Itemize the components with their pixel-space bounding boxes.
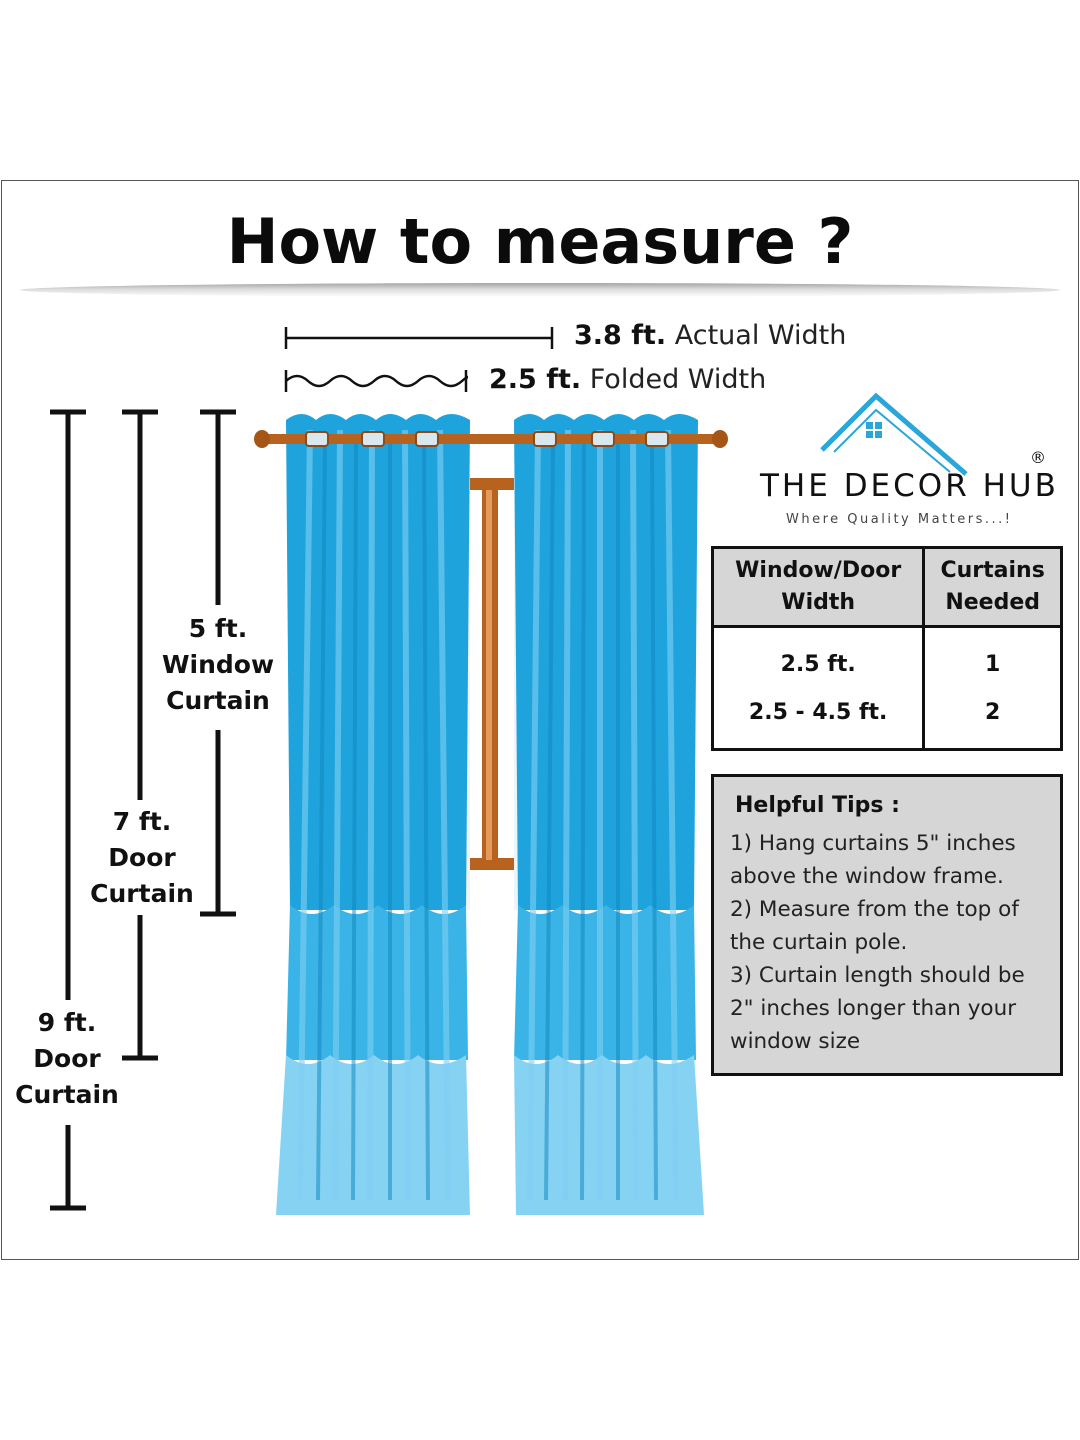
house-roof-icon [820, 392, 968, 476]
row-width: 2.5 ft. [710, 626, 926, 688]
brand-name: THE DECOR HUB [760, 468, 1059, 504]
row-count: 1 [922, 626, 1063, 688]
table-row: 2.5 - 4.5 ft. 2 [710, 688, 1063, 751]
tip-item: 1) Hang curtains 5" inches above the win… [730, 831, 1016, 889]
window-5ft-label: 5 ft. Window Curtain [161, 614, 275, 715]
actual-width-label: 3.8 ft. Actual Width [574, 320, 847, 351]
curtain-rod [254, 430, 728, 448]
brand-tagline: Where Quality Matters...! [786, 512, 1013, 527]
registered-mark: ® [1030, 448, 1046, 467]
helpful-tips-box: Helpful Tips : 1) Hang curtains 5" inche… [711, 774, 1063, 1076]
door-9ft-label: 9 ft. Door Curtain [15, 1008, 119, 1109]
door-7ft-label: 7 ft. Door Curtain [90, 807, 194, 908]
tips-heading: Helpful Tips : [735, 793, 900, 818]
folded-width-wave [285, 374, 468, 388]
tip-item: 2) Measure from the top of the curtain p… [730, 897, 1019, 955]
title-underline-shadow [20, 283, 1060, 297]
right-curtain-panel [514, 414, 704, 1215]
tip-item: 3) Curtain length should be 2" inches lo… [730, 963, 1025, 1054]
row-count: 2 [922, 688, 1063, 751]
folded-width-label: 2.5 ft. Folded Width [489, 364, 767, 395]
table-row: 2.5 ft. 1 [710, 626, 1063, 688]
page-title: How to measure ? [226, 205, 854, 278]
left-curtain-panel [276, 414, 470, 1215]
row-width: 2.5 - 4.5 ft. [710, 688, 926, 751]
